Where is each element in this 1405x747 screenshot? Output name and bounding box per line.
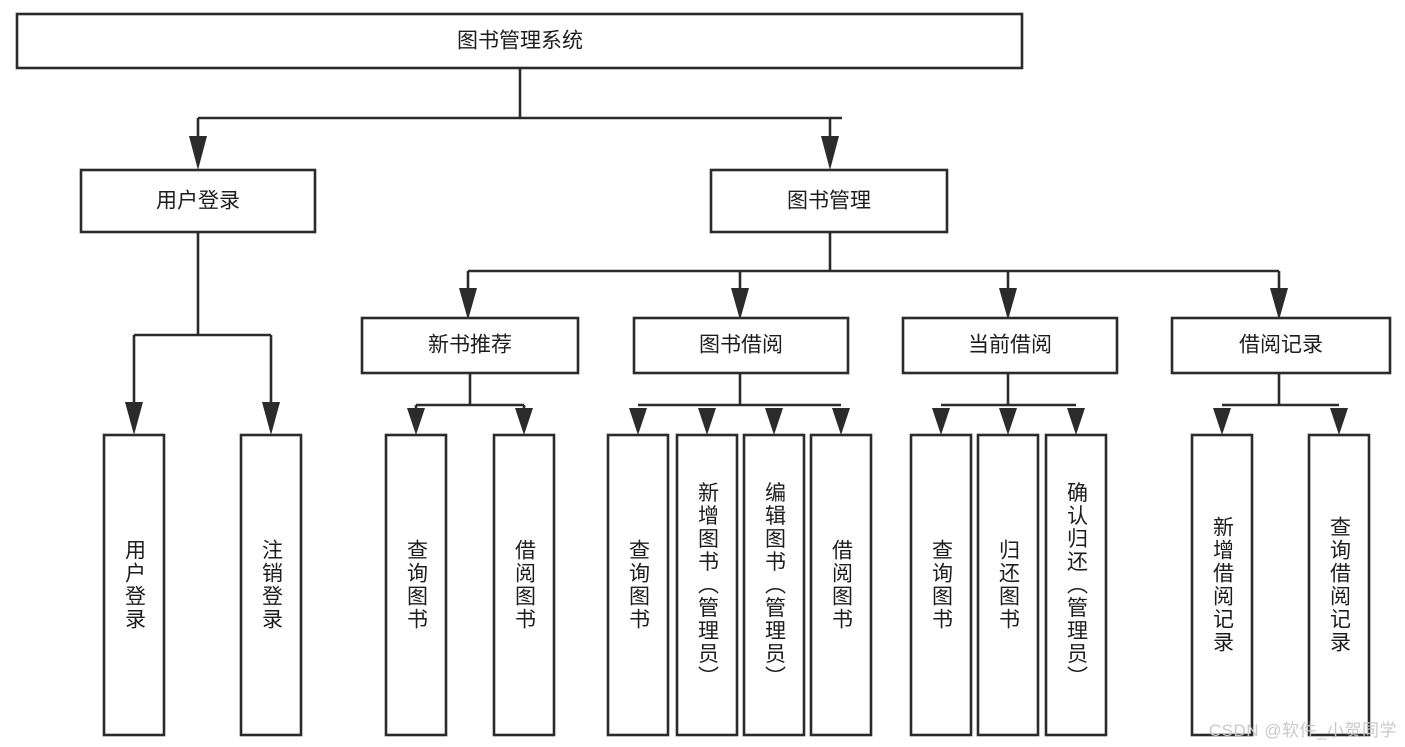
- leaf-node-confirm-return-admin[interactable]: 确认归还（管理员）: [1044, 433, 1108, 737]
- leaf-label-edit-book-admin: 编辑图书（管理员）: [763, 482, 787, 689]
- connector-group-borrow-record-to-leaves: [1213, 373, 1348, 435]
- node-box: [239, 433, 303, 737]
- node-root-book-management-system[interactable]: 图书管理系统: [15, 12, 1024, 70]
- node-box: [15, 12, 1024, 70]
- node-label-root: 图书管理系统: [457, 30, 583, 53]
- arrowhead-bb-leaf-2: [698, 408, 716, 435]
- arrowhead-cb-leaf-3: [1067, 408, 1085, 435]
- arrowhead-bb-leaf-3: [765, 408, 783, 435]
- node-box: [675, 433, 739, 737]
- csdn-watermark: CSDN @软件_小贺同学: [1208, 721, 1397, 740]
- arrowhead-bb-leaf-4: [832, 408, 850, 435]
- leaf-node-borrow-book[interactable]: 借阅图书: [809, 433, 873, 737]
- node-box: [102, 433, 166, 737]
- node-box: [1170, 316, 1392, 375]
- arrowhead-book-mgmt: [821, 136, 839, 170]
- connector-group-root-to-level2: [189, 68, 842, 170]
- node-box: [976, 433, 1040, 737]
- node-box: [79, 168, 317, 234]
- leaf-label-borrow-book-recommend: 借阅图书: [513, 539, 537, 631]
- connector-group-book-mgmt-to-level3: [459, 232, 1288, 320]
- leaf-label-borrow-book: 借阅图书: [830, 539, 854, 631]
- node-box: [492, 433, 556, 737]
- node-book-borrow[interactable]: 图书借阅: [632, 316, 850, 375]
- connector-group-new-book-to-leaves: [407, 373, 533, 435]
- arrowhead-br-leaf-1: [1213, 408, 1231, 435]
- node-box: [384, 433, 448, 737]
- node-current-borrow[interactable]: 当前借阅: [901, 316, 1119, 375]
- node-box: [709, 168, 949, 234]
- leaf-node-logout[interactable]: 注销登录: [239, 433, 303, 737]
- node-box: [901, 316, 1119, 375]
- arrowhead-current-borrow: [999, 288, 1017, 320]
- arrowhead-nb-leaf-2: [515, 408, 533, 435]
- leaf-node-user-login[interactable]: 用户登录: [102, 433, 166, 737]
- node-box: [632, 316, 850, 375]
- connector-group-book-borrow-to-leaves: [629, 373, 850, 435]
- leaf-label-logout: 注销登录: [260, 539, 284, 631]
- connector-group-current-borrow-to-leaves: [932, 373, 1085, 435]
- arrowhead-new-book: [459, 288, 477, 320]
- node-label-user-login: 用户登录: [156, 190, 240, 213]
- leaf-label-query-book-borrow: 查询图书: [627, 539, 651, 631]
- connector-group-user-login-to-leaves: [125, 232, 280, 435]
- leaf-node-query-borrow-record[interactable]: 查询借阅记录: [1307, 433, 1371, 737]
- leaf-label-confirm-return-admin: 确认归还（管理员）: [1065, 482, 1089, 689]
- arrowhead-user-login: [189, 136, 207, 170]
- leaf-node-add-book-admin[interactable]: 新增图书（管理员）: [675, 433, 739, 737]
- arrowhead-leaf-user-login: [125, 402, 143, 435]
- node-user-login[interactable]: 用户登录: [79, 168, 317, 234]
- arrowhead-leaf-logout: [262, 402, 280, 435]
- node-label-new-book-recommend: 新书推荐: [428, 334, 512, 357]
- node-box: [809, 433, 873, 737]
- node-label-current-borrow: 当前借阅: [968, 334, 1052, 357]
- arrowhead-nb-leaf-1: [407, 408, 425, 435]
- node-book-management[interactable]: 图书管理: [709, 168, 949, 234]
- arrowhead-cb-leaf-2: [999, 408, 1017, 435]
- leaf-node-borrow-book-recommend[interactable]: 借阅图书: [492, 433, 556, 737]
- node-box: [1044, 433, 1108, 737]
- node-box: [1307, 433, 1371, 737]
- leaf-node-add-borrow-record[interactable]: 新增借阅记录: [1190, 433, 1254, 737]
- node-box: [742, 433, 806, 737]
- leaf-node-query-book-current[interactable]: 查询图书: [909, 433, 973, 737]
- leaf-node-edit-book-admin[interactable]: 编辑图书（管理员）: [742, 433, 806, 737]
- node-box: [360, 316, 580, 375]
- node-new-book-recommend[interactable]: 新书推荐: [360, 316, 580, 375]
- leaf-label-query-borrow-record: 查询借阅记录: [1328, 516, 1352, 654]
- node-label-book-borrow: 图书借阅: [699, 334, 783, 357]
- node-box: [909, 433, 973, 737]
- node-box: [1190, 433, 1254, 737]
- leaf-label-add-borrow-record: 新增借阅记录: [1211, 516, 1235, 654]
- leaf-label-query-book-current: 查询图书: [930, 539, 954, 631]
- arrowhead-bb-leaf-1: [629, 408, 647, 435]
- arrowhead-book-borrow: [731, 288, 749, 320]
- arrowhead-cb-leaf-1: [932, 408, 950, 435]
- node-label-borrow-record: 借阅记录: [1239, 334, 1323, 357]
- leaf-label-query-book-recommend: 查询图书: [405, 539, 429, 631]
- node-label-book-management: 图书管理: [787, 190, 871, 213]
- leaf-node-return-book[interactable]: 归还图书: [976, 433, 1040, 737]
- leaf-node-query-book-recommend[interactable]: 查询图书: [384, 433, 448, 737]
- leaf-node-query-book-borrow[interactable]: 查询图书: [606, 433, 670, 737]
- node-box: [606, 433, 670, 737]
- leaf-label-return-book: 归还图书: [997, 539, 1021, 631]
- node-borrow-record[interactable]: 借阅记录: [1170, 316, 1392, 375]
- arrowhead-br-leaf-2: [1330, 408, 1348, 435]
- leaf-label-add-book-admin: 新增图书（管理员）: [696, 482, 720, 689]
- arrowhead-borrow-record: [1270, 288, 1288, 320]
- leaf-label-user-login: 用户登录: [123, 539, 147, 631]
